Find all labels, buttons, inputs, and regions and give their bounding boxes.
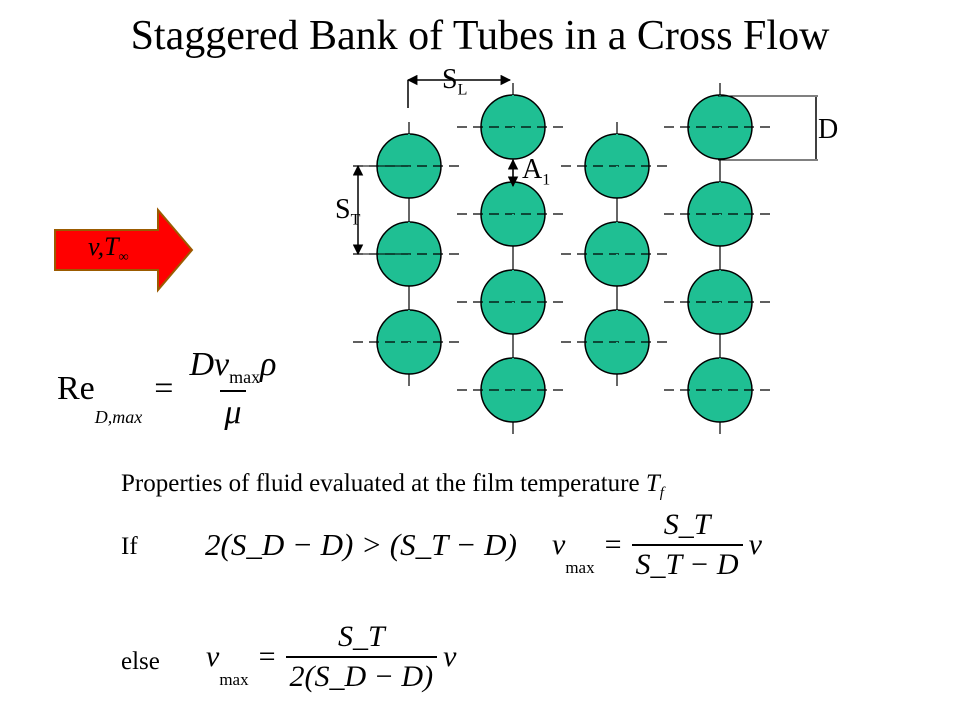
properties-text: Properties of fluid evaluated at the fil…: [121, 470, 664, 501]
slide-title: Staggered Bank of Tubes in a Cross Flow: [130, 13, 830, 59]
flow-arrow-shape: [54, 207, 194, 293]
sl-label: SL: [442, 64, 468, 99]
if-label: If: [121, 533, 138, 560]
condition-expression: 2(S_D − D) > (S_T − D): [205, 527, 517, 562]
else-label: else: [121, 648, 160, 675]
flow-arrow-label: v,T∞: [88, 232, 129, 266]
d-label: D: [818, 114, 839, 145]
a1-label: A1: [522, 154, 551, 189]
st-label: ST: [335, 194, 361, 229]
